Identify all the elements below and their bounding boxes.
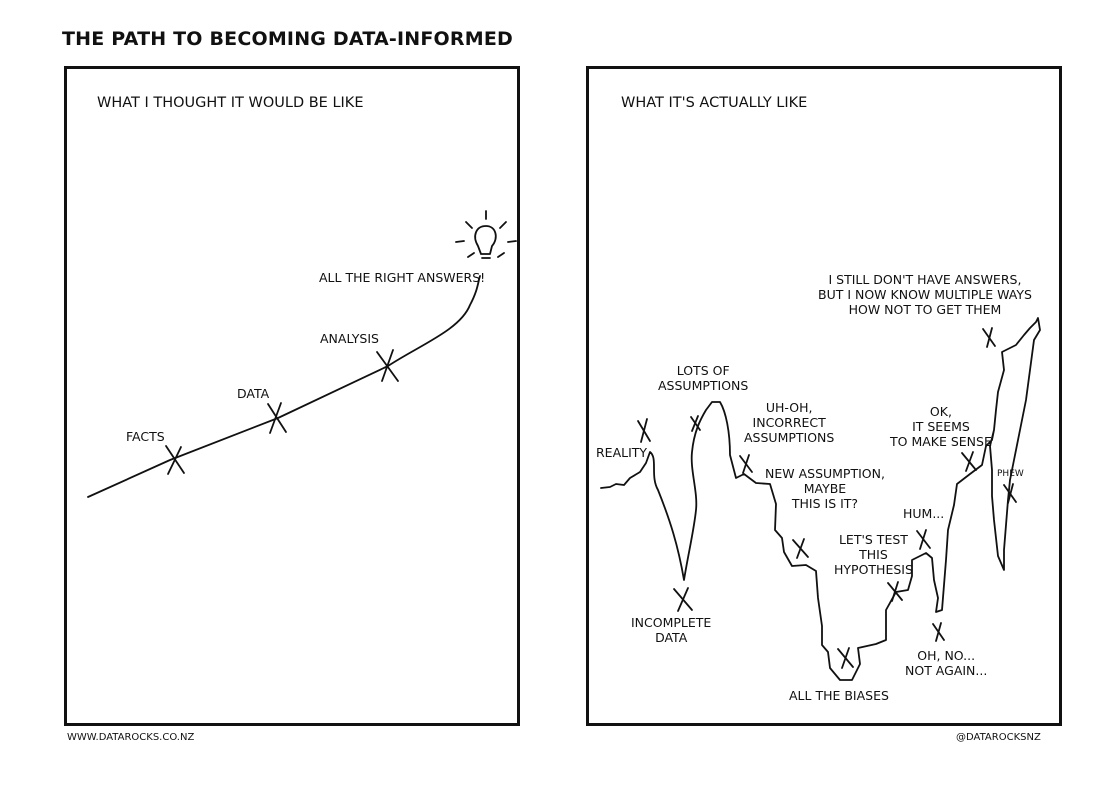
biases-label: ALL THE BIASES xyxy=(789,688,889,703)
right-panel xyxy=(586,66,1062,726)
hum-label: HUM... xyxy=(903,506,945,521)
test-hypothesis-label: LET'S TEST THIS HYPOTHESIS xyxy=(834,532,913,577)
footer-website: WWW.DATAROCKS.CO.NZ xyxy=(67,732,195,743)
new-assumption-label: NEW ASSUMPTION, MAYBE THIS IS IT? xyxy=(765,466,885,511)
ok-label: OK, IT SEEMS TO MAKE SENSE xyxy=(890,404,992,449)
data-label: DATA xyxy=(237,386,270,401)
phew-label: PHEW xyxy=(997,469,1024,479)
facts-label: FACTS xyxy=(126,429,165,444)
oh-no-label: OH, NO... NOT AGAIN... xyxy=(905,648,988,678)
comic-title: THE PATH TO BECOMING DATA-INFORMED xyxy=(62,28,513,50)
reality-label: REALITY xyxy=(596,445,648,460)
still-no-answers-label: I STILL DON'T HAVE ANSWERS, BUT I NOW KN… xyxy=(818,272,1032,317)
uhoh-label: UH-OH, INCORRECT ASSUMPTIONS xyxy=(744,400,835,445)
answers-label: ALL THE RIGHT ANSWERS! xyxy=(319,270,486,285)
left-panel-heading: WHAT I THOUGHT IT WOULD BE LIKE xyxy=(97,95,364,111)
incomplete-data-label: INCOMPLETE DATA xyxy=(631,615,712,645)
lots-of-assumptions-label: LOTS OF ASSUMPTIONS xyxy=(658,363,749,393)
left-panel xyxy=(64,66,520,726)
right-panel-heading: WHAT IT'S ACTUALLY LIKE xyxy=(621,95,808,111)
footer-handle: @DATAROCKSNZ xyxy=(956,732,1041,743)
analysis-label: ANALYSIS xyxy=(320,331,379,346)
